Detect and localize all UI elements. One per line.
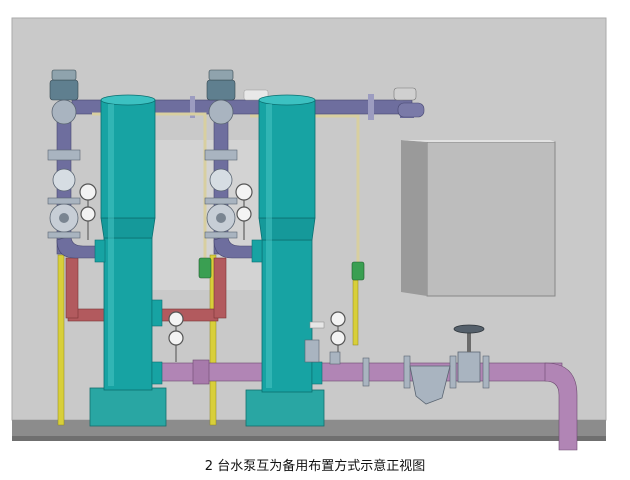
- wall-panel-top: [401, 140, 555, 142]
- suction-flange-1: [403, 355, 411, 389]
- pressure-gauges: [79, 183, 346, 362]
- gauge-2: [235, 183, 253, 240]
- pump-2-valve-stack: [204, 69, 261, 259]
- pump-1-base: [89, 387, 167, 427]
- pump-2-valve-2: [204, 197, 238, 205]
- pump-1-highlight: [108, 104, 114, 386]
- discharge-header-end: [397, 102, 425, 118]
- figure-caption: 2 台水泵互为备用布置方式示意正视图: [204, 459, 426, 474]
- header-flange-2: [190, 96, 195, 118]
- pump-2-base: [245, 389, 325, 427]
- pump-2-valve-3: [204, 231, 238, 239]
- pump-1-valve-1: [47, 149, 81, 161]
- gate-valve-handwheel: [453, 324, 485, 334]
- pump-1-valve-flange-top: [51, 99, 77, 125]
- drain-pipe-3: [352, 279, 359, 346]
- pump-2-valve-1: [204, 149, 238, 161]
- pump-1-valve-3: [47, 231, 81, 239]
- return-pipe-left-riser: [65, 257, 79, 319]
- gate-valve-stem: [467, 330, 471, 352]
- pump-2-butterfly-hub: [216, 213, 226, 223]
- flow-switches: [198, 257, 365, 281]
- pump-2-check-valve: [209, 168, 233, 192]
- y-strainer: [409, 365, 451, 405]
- pump-2-suction-valves: [304, 321, 341, 365]
- pump-1: [89, 94, 167, 427]
- suction-drop-left: [192, 359, 210, 385]
- floor-edge: [12, 436, 606, 441]
- pump-1-valve-2: [47, 197, 81, 205]
- suction-main: [149, 362, 563, 382]
- pump-2-motor-valve-top: [208, 69, 234, 81]
- gauge-3: [168, 311, 184, 362]
- drain-pipe-1: [57, 254, 65, 426]
- suction-flange-4: [362, 357, 370, 387]
- wall-panel: [401, 140, 556, 297]
- pump-1-motor-valve-top: [51, 69, 77, 81]
- pump-2-suction-valve-cap: [309, 321, 325, 329]
- gate-valve-body: [457, 351, 481, 383]
- pump-2-suction-valve: [304, 339, 320, 363]
- pump-1-check-valve: [52, 168, 76, 192]
- return-pipe-right-riser: [213, 257, 227, 319]
- pump-2-suction-nozzle: [311, 361, 323, 385]
- suction-flange-2: [449, 355, 457, 389]
- pump-2-valve-flange-top: [208, 99, 234, 125]
- drain-pipes: [57, 254, 359, 426]
- wall-panel-front: [426, 141, 556, 297]
- suction-flange-3: [482, 355, 490, 389]
- pump-2-suction-valve-2: [329, 351, 341, 365]
- pump-1-motor-valve-body: [49, 79, 79, 101]
- pump-1-valve-stack: [47, 69, 104, 259]
- pump-2-discharge-nozzle: [251, 239, 263, 263]
- flow-switch-2: [351, 261, 365, 281]
- pump-1-motor-top: [100, 94, 156, 106]
- pump-2-highlight: [266, 104, 272, 388]
- pump-1-suction-nozzle: [151, 361, 163, 385]
- wall-panel-side: [401, 140, 427, 296]
- gate-valve: [453, 324, 485, 383]
- pump-2-motor-top: [258, 94, 316, 106]
- pump-1-discharge-nozzle: [94, 239, 106, 263]
- pump-1-butterfly-hub: [59, 213, 69, 223]
- drain-pipe-2: [209, 254, 217, 426]
- gauge-1: [79, 183, 97, 240]
- header-actuator: [393, 87, 417, 101]
- pump-2-motor-valve-body: [206, 79, 236, 101]
- header-flange-1: [368, 94, 374, 120]
- flow-switch-1: [198, 257, 212, 279]
- suction-elbow-down: [544, 362, 578, 451]
- pump-1-side-nozzle: [151, 299, 163, 327]
- pump-2: [245, 94, 325, 427]
